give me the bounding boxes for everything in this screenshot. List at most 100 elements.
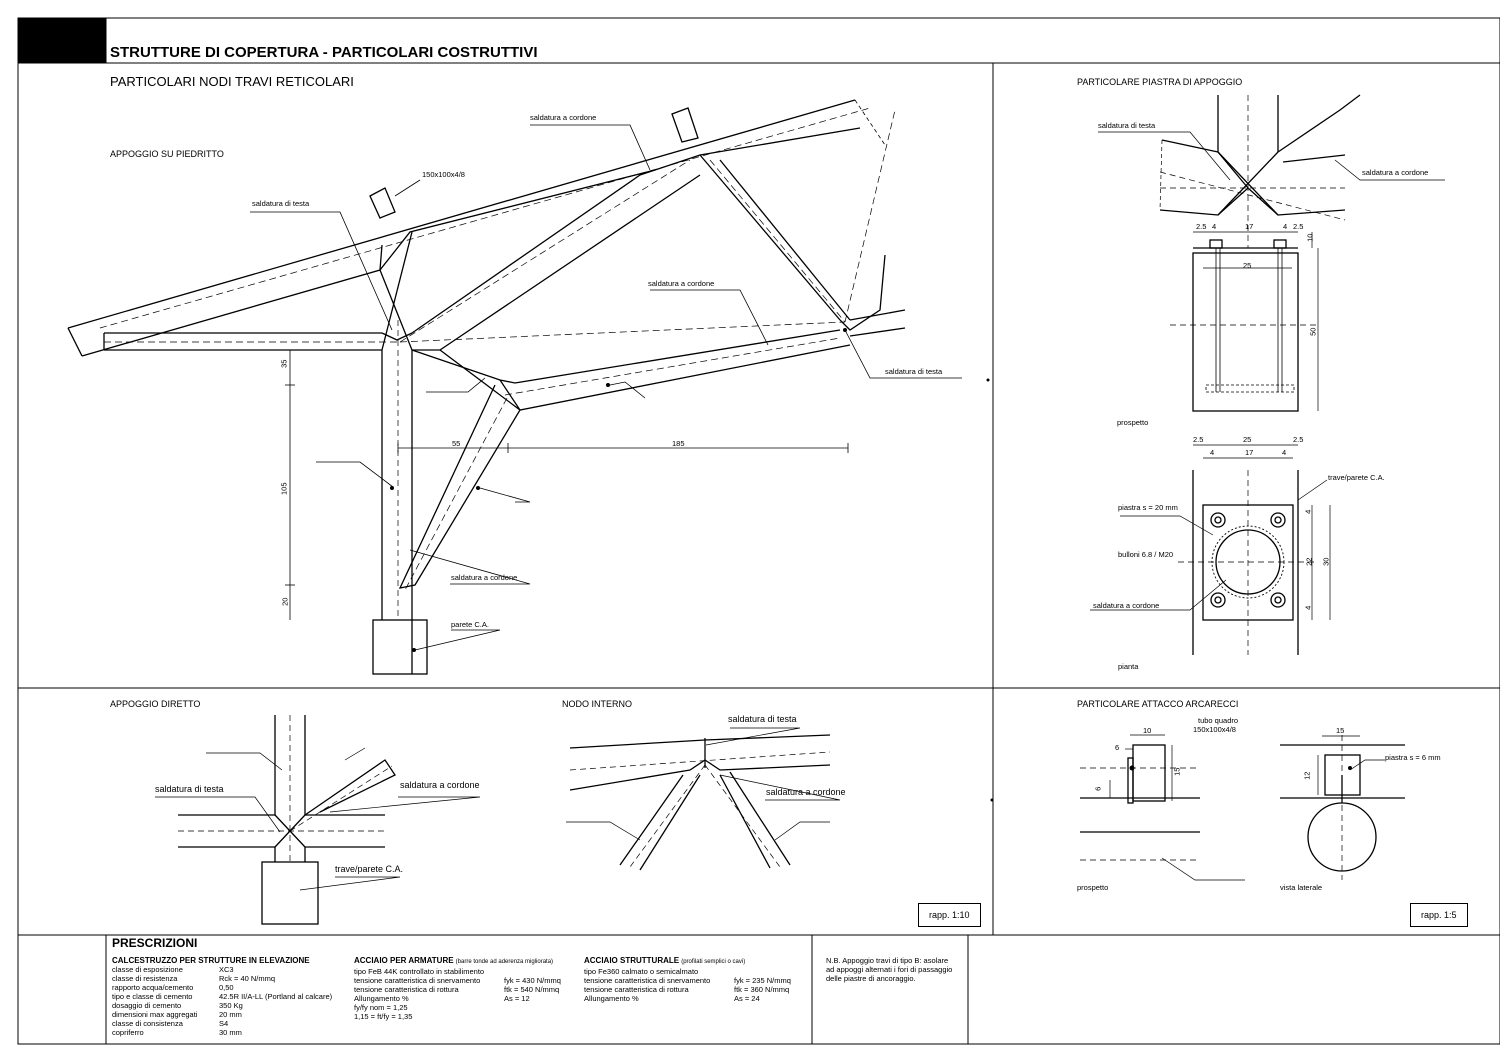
head-weld-right-label: saldatura di testa xyxy=(885,367,943,376)
concrete-key: classe di consistenza xyxy=(112,1019,183,1028)
concrete-key: rapporto acqua/cemento xyxy=(112,983,194,992)
purlin-dim-12: 12 xyxy=(1302,771,1312,780)
rebar-key: Allungamento % xyxy=(354,994,409,1003)
internal-head-weld: saldatura di testa xyxy=(728,714,797,724)
direct-head-weld: saldatura di testa xyxy=(155,784,224,794)
direct-support-drawing xyxy=(178,715,396,925)
plan-bolts-label: bulloni 6.8 / M20 xyxy=(1118,550,1174,559)
rebar-row: tensione caratteristica di snervamento fy… xyxy=(354,976,561,985)
note-line-2: ad appoggi alternati i fori di passaggio xyxy=(826,965,953,974)
plan-dim-b: 25 xyxy=(1243,435,1252,444)
sheet-frame xyxy=(17,17,1500,1045)
plan-beam-wall: trave/parete C.A. xyxy=(1328,473,1385,482)
truss-subtitle: APPOGGIO SU PIEDRITTO xyxy=(110,149,224,159)
purlin-tube-1: tubo quadro xyxy=(1198,716,1239,725)
rebar-value: ftk = 540 N/mmq xyxy=(504,985,560,994)
plan-dim-c: 2.5 xyxy=(1293,435,1304,444)
concrete-key: dimensioni max aggregati xyxy=(112,1010,198,1019)
steel-row: tensione caratteristica di snervamento fy… xyxy=(584,976,791,985)
direct-beam-wall: trave/parete C.A. xyxy=(335,864,404,874)
plan-dim-r1: 4 xyxy=(1303,509,1313,514)
concrete-value: 350 Kg xyxy=(219,1001,243,1010)
rebar-value: As = 12 xyxy=(504,994,530,1003)
dim-55: 55 xyxy=(452,439,461,448)
steel-key: tensione caratteristica di rottura xyxy=(584,985,689,994)
fillet-weld-bottom-label: saldatura a cordone xyxy=(451,573,518,582)
rebar-value: fyk = 430 N/mmq xyxy=(504,976,561,985)
purlin-plate-label: piastra s = 6 mm xyxy=(1385,753,1441,762)
steel-type: tipo Fe360 calmato o semicalmato xyxy=(584,967,699,976)
steel-key: tensione caratteristica di snervamento xyxy=(584,976,711,985)
plan-dim-e: 17 xyxy=(1245,448,1254,457)
direct-subtitle: APPOGGIO DIRETTO xyxy=(110,699,201,709)
rebar-row: Allungamento % As = 12 xyxy=(354,994,561,1003)
prescriptions-title: PRESCRIZIONI xyxy=(112,936,198,950)
rebar-extra-1: fy/fy nom = 1,25 xyxy=(354,1003,408,1012)
concrete-value: 42.5R II/A-LL (Portland al calcare) xyxy=(219,992,333,1001)
concrete-value: 20 mm xyxy=(219,1010,242,1019)
plate-dim-50: 50 xyxy=(1308,327,1318,336)
dim-20: 20 xyxy=(280,597,290,606)
concrete-key: dosaggio di cemento xyxy=(112,1001,182,1010)
steel-value: fyk = 235 N/mmq xyxy=(734,976,791,985)
purlin-subtitle: PARTICOLARE ATTACCO ARCARECCI xyxy=(1077,699,1239,709)
plate-dim-c: 17 xyxy=(1245,222,1254,231)
steel-block: ACCIAIO STRUTTURALE (profilati semplici … xyxy=(584,956,791,1003)
rebar-block: ACCIAIO PER ARMATURE (barre tonde ad ade… xyxy=(354,956,561,1021)
steel-value: As = 24 xyxy=(734,994,760,1003)
tube-label: 150x100x4/8 xyxy=(422,170,465,179)
rebar-type: tipo FeB 44K controllato in stabilimento xyxy=(354,967,485,976)
plate-dim-d: 4 xyxy=(1283,222,1288,231)
steel-title: ACCIAIO STRUTTURALE xyxy=(584,956,680,965)
direct-fillet-weld: saldatura a cordone xyxy=(400,780,480,790)
concrete-row: classe di consistenza S4 xyxy=(112,1019,332,1028)
dim-185: 185 xyxy=(672,439,685,448)
concrete-key: classe di esposizione xyxy=(112,965,183,974)
concrete-value: XC3 xyxy=(219,965,234,974)
concrete-key: copriferro xyxy=(112,1028,144,1037)
concrete-row: tipo e classe di cemento 42.5R II/A-LL (P… xyxy=(112,992,332,1001)
plate-dim-b: 4 xyxy=(1212,222,1217,231)
plan-dim-r2: 22 xyxy=(1304,557,1314,566)
wall-label: parete C.A. xyxy=(451,620,489,629)
concrete-block: CALCESTRUZZO PER STRUTTURE IN ELEVAZIONE… xyxy=(112,956,332,1037)
concrete-row: copriferro 30 mm xyxy=(112,1028,332,1037)
sheet-title: STRUTTURE DI COPERTURA - PARTICOLARI COS… xyxy=(110,44,538,61)
steel-note: (profilati semplici o cavi) xyxy=(681,959,746,965)
concrete-value: 30 mm xyxy=(219,1028,242,1037)
note-line-3: delle piastre di ancoraggio. xyxy=(826,974,916,983)
internal-fillet-weld: saldatura a cordone xyxy=(766,787,846,797)
plan-pianta: pianta xyxy=(1118,662,1139,671)
plan-plate-label: piastra s = 20 mm xyxy=(1118,503,1178,512)
concrete-row: dosaggio di cemento 350 Kg xyxy=(112,1001,332,1010)
concrete-row: classe di esposizione XC3 xyxy=(112,965,332,974)
steel-key: Allungamento % xyxy=(584,994,639,1003)
rebar-title: ACCIAIO PER ARMATURE xyxy=(354,956,454,965)
dim-105: 105 xyxy=(279,482,289,496)
rebar-key: tensione caratteristica di snervamento xyxy=(354,976,481,985)
plan-dim-r3: 30 xyxy=(1321,557,1331,566)
purlin-drawing xyxy=(1080,744,1405,872)
concrete-title: CALCESTRUZZO PER STRUTTURE IN ELEVAZIONE xyxy=(112,956,310,965)
purlin-dim-10: 10 xyxy=(1143,726,1152,735)
plate-dim-10: 10 xyxy=(1305,233,1315,242)
note-block: N.B. Appoggio travi di tipo B: asolare a… xyxy=(826,956,952,983)
plan-dim-r4: 4 xyxy=(1303,605,1313,610)
steel-row: Allungamento % As = 24 xyxy=(584,994,791,1003)
concrete-value: S4 xyxy=(219,1019,229,1028)
purlin-dim-15v: 15 xyxy=(1172,767,1182,776)
internal-subtitle: NODO INTERNO xyxy=(562,699,633,709)
purlin-side-view: vista laterale xyxy=(1280,883,1323,892)
truss-section-title: PARTICOLARI NODI TRAVI RETICOLARI xyxy=(110,74,354,89)
scale-box-1-5: rapp. 1:5 xyxy=(1410,903,1468,927)
plate-section-title: PARTICOLARE PIASTRA DI APPOGGIO xyxy=(1077,77,1243,87)
plate-fillet-weld-label: saldatura a cordone xyxy=(1362,168,1429,177)
purlin-dim-15h: 15 xyxy=(1336,726,1345,735)
concrete-key: tipo e classe di cemento xyxy=(112,992,193,1001)
plan-dim-f: 4 xyxy=(1282,448,1287,457)
fillet-weld-mid-label: saldatura a cordone xyxy=(648,279,715,288)
purlin-tube-2: 150x100x4/8 xyxy=(1193,725,1236,734)
